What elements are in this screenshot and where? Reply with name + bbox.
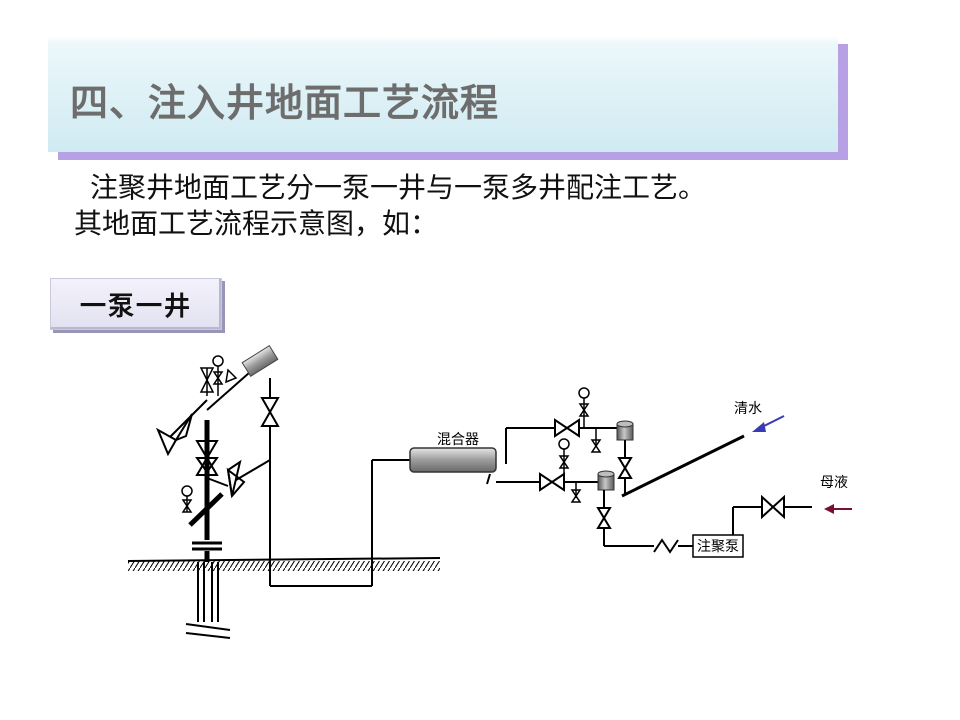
mother-liquor-arrow xyxy=(824,504,852,514)
pump-label: 注聚泵 xyxy=(697,539,739,555)
ground-line xyxy=(127,557,441,571)
bypass-valve xyxy=(260,378,280,586)
section-tag-one-pump-one-well: 一泵一井 xyxy=(50,278,222,330)
injection-pump: 注聚泵 xyxy=(692,534,744,558)
mixer-outlet-stub xyxy=(486,473,491,485)
mother-liquor-line xyxy=(732,494,812,535)
clear-water-label: 清水 xyxy=(734,401,762,417)
check-valve xyxy=(650,538,693,554)
lower-branch-gauge xyxy=(558,438,582,503)
wellhead-valve-lower xyxy=(195,457,219,474)
wellhead-diagonal-line xyxy=(206,345,279,411)
intro-line-2: 其地面工艺流程示意图，如： xyxy=(74,207,439,240)
pressure-gauge-top xyxy=(199,355,238,396)
intro-line-1: 注聚井地面工艺分一泵一井与一泵多井配注工艺。 xyxy=(90,171,707,204)
title-banner-highlight xyxy=(48,36,838,44)
page-title: 四、注入井地面工艺流程 xyxy=(70,81,500,125)
mother-liquor-label: 母液 xyxy=(820,475,848,491)
clear-water-arrow xyxy=(752,415,785,432)
mixer-label: 混合器 xyxy=(437,432,479,448)
tank-connector-lines xyxy=(596,440,650,547)
wellhead-bleed-line xyxy=(188,492,224,527)
mixer: 混合器 xyxy=(409,432,497,473)
lower-branch-line xyxy=(496,472,598,492)
well-casing xyxy=(185,562,231,639)
upper-tank xyxy=(616,420,634,441)
upper-branch-gauge xyxy=(578,387,602,453)
injection-line-to-mixer xyxy=(270,459,410,587)
pressure-gauge-lower xyxy=(181,485,193,513)
wing-valve-left xyxy=(155,399,208,457)
clear-water-line xyxy=(621,434,745,498)
title-banner: 四、注入井地面工艺流程 xyxy=(48,36,838,152)
lower-tank xyxy=(597,470,615,491)
upper-branch-line xyxy=(505,418,617,464)
wing-valve-right xyxy=(206,459,271,499)
